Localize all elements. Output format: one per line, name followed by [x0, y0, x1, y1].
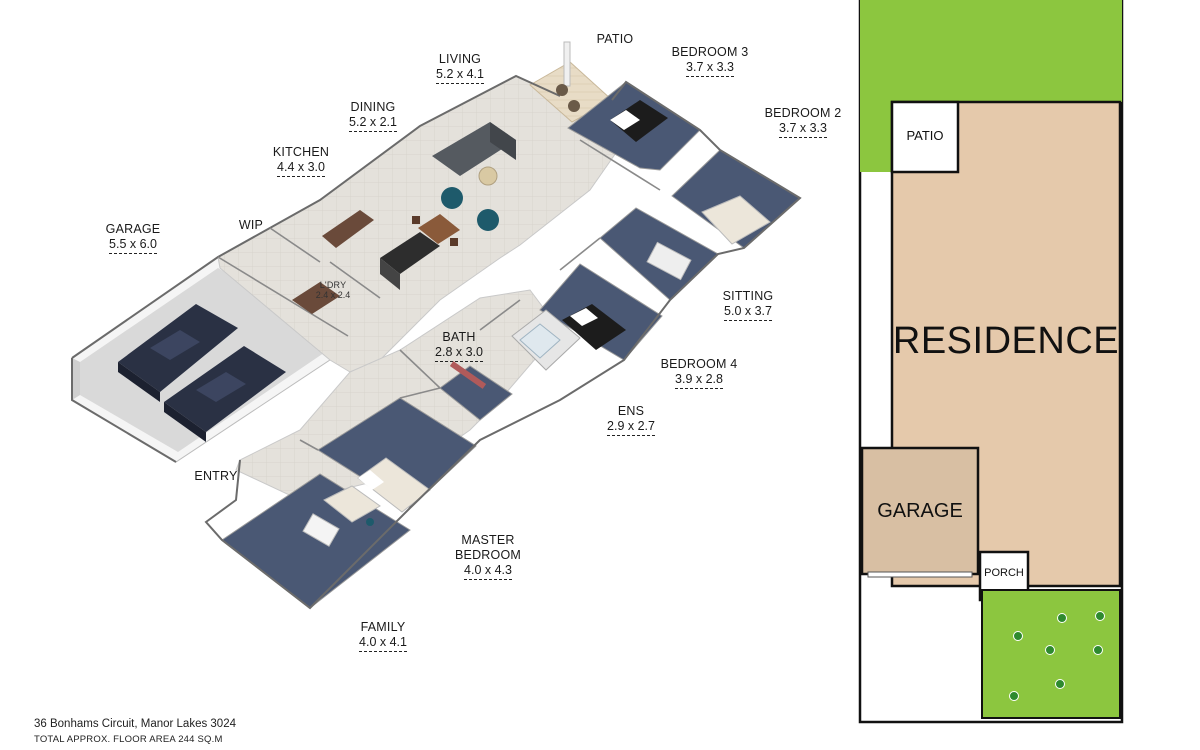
master-bedroom-room [317, 397, 477, 513]
site-plan [858, 0, 1124, 724]
garage-cars [118, 304, 286, 442]
site-label-porch: PORCH [984, 567, 1024, 579]
room-label-wip: WIP [238, 218, 264, 232]
floor-plan-3d [71, 41, 802, 610]
bedroom4-room [539, 263, 663, 361]
interior-walls [217, 139, 661, 451]
room-label-patio: PATIO [596, 32, 634, 46]
outer-walls [71, 74, 802, 610]
room-label-entry: ENTRY [194, 469, 238, 483]
ensuite-room [511, 309, 581, 371]
total-floor-area: TOTAL APPROX. FLOOR AREA 244 SQ.M [34, 734, 223, 745]
site-label-residence: RESIDENCE [892, 320, 1120, 362]
kitchen-area [292, 210, 440, 314]
patio-chairs [556, 84, 580, 112]
robe-room [439, 361, 513, 421]
sitting-room [599, 207, 719, 301]
dining-set [412, 214, 460, 246]
bedroom2-room [671, 149, 801, 249]
family-room [221, 473, 411, 609]
bedroom3-room [567, 81, 701, 171]
property-address: 36 Bonhams Circuit, Manor Lakes 3024 [34, 718, 236, 730]
site-label-garage: GARAGE [877, 500, 963, 522]
site-label-patio: PATIO [906, 128, 944, 143]
living-furniture [432, 122, 516, 231]
